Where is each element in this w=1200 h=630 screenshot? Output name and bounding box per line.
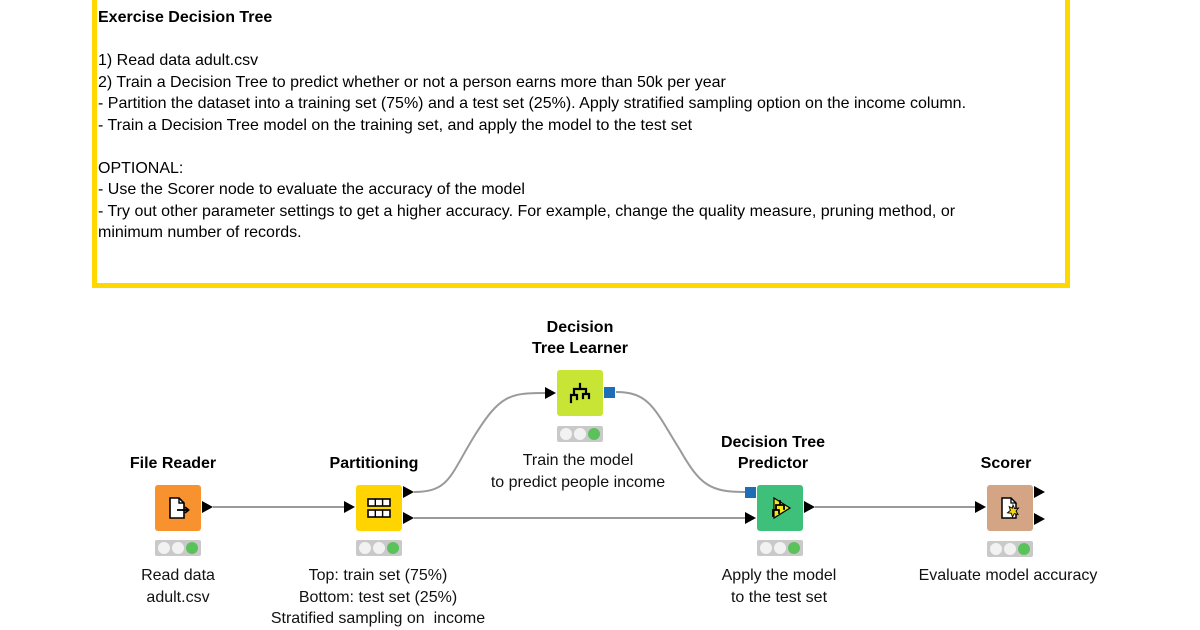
status-dot-red-off: [359, 542, 371, 554]
node-description-file-reader: Read data adult.csv: [38, 565, 318, 608]
status-indicator: [356, 540, 402, 556]
status-dot-yellow-off: [172, 542, 184, 554]
annotation-line: - Partition the dataset into a training …: [98, 95, 967, 112]
desc-line: Top: train set (75%): [308, 567, 448, 584]
output-port[interactable]: [202, 501, 213, 513]
status-dot-yellow-off: [774, 542, 786, 554]
annotation-line: - Try out other parameter settings to ge…: [98, 202, 956, 220]
status-dot-red-off: [158, 542, 170, 554]
input-port[interactable]: [975, 501, 986, 513]
node-title-decision-tree-learner: Decision Tree Learner: [480, 317, 680, 359]
status-indicator: [155, 540, 201, 556]
node-scorer[interactable]: [987, 485, 1033, 531]
predictor-icon: [772, 496, 792, 520]
annotation-line: - Train a Decision Tree model on the tra…: [98, 116, 693, 134]
data-input-port[interactable]: [745, 512, 756, 524]
desc-line: Train the model: [522, 452, 634, 469]
annotation-line: 1) Read data adult.csv: [98, 52, 259, 69]
status-dot-yellow-off: [373, 542, 385, 554]
status-dot-green-on: [186, 542, 198, 554]
status-dot-yellow-off: [574, 428, 586, 440]
connection-partitioning-learner[interactable]: [413, 392, 546, 493]
status-dot-green-on: [788, 542, 800, 554]
desc-line: to predict people income: [490, 473, 666, 491]
status-dot-green-on: [387, 542, 399, 554]
title-line: Decision: [546, 319, 614, 336]
annotation-line: minimum number of records.: [98, 224, 302, 241]
desc-line: Evaluate model accuracy: [918, 567, 1098, 584]
node-partitioning[interactable]: [356, 485, 402, 531]
node-decision-tree-learner[interactable]: [557, 370, 603, 416]
status-indicator: [987, 541, 1033, 557]
workflow-annotation[interactable]: Exercise Decision Tree 1) Read data adul…: [92, 0, 1070, 288]
title-line: Tree Learner: [531, 340, 629, 357]
tree-icon: [569, 382, 591, 404]
node-description-decision-tree-learner: Train the model to predict people income: [438, 450, 718, 493]
output-port-bottom[interactable]: [403, 512, 414, 524]
model-output-port[interactable]: [604, 387, 615, 398]
annotation-line: OPTIONAL:: [98, 159, 184, 177]
annotation-text: Exercise Decision Tree 1) Read data adul…: [98, 7, 1061, 244]
output-port-top[interactable]: [403, 486, 414, 498]
node-title-scorer: Scorer: [980, 455, 1032, 472]
output-port[interactable]: [804, 501, 815, 513]
desc-line: Stratified sampling on income: [270, 610, 486, 627]
annotation-title: Exercise Decision Tree: [98, 9, 273, 26]
status-indicator: [757, 540, 803, 556]
title-line: Predictor: [737, 455, 809, 472]
output-port-top[interactable]: [1034, 486, 1045, 498]
desc-line: Apply the model: [721, 567, 837, 584]
input-port[interactable]: [545, 387, 556, 399]
scorer-icon: [1001, 497, 1020, 519]
node-title-decision-tree-predictor: Decision Tree Predictor: [673, 432, 873, 474]
model-input-port[interactable]: [745, 487, 756, 498]
file-export-icon: [169, 497, 190, 519]
node-description-decision-tree-predictor: Apply the model to the test set: [639, 565, 919, 608]
status-dot-red-off: [560, 428, 572, 440]
status-dot-red-off: [760, 542, 772, 554]
node-title-partitioning: Partitioning: [329, 455, 419, 472]
input-port[interactable]: [344, 501, 355, 513]
connection-learner-predictor[interactable]: [615, 391, 746, 493]
node-description-scorer: Evaluate model accuracy: [868, 565, 1148, 587]
node-title-file-reader: File Reader: [129, 455, 217, 472]
output-port-bottom[interactable]: [1034, 513, 1045, 525]
desc-line: Read data: [141, 567, 215, 584]
status-indicator: [557, 426, 603, 442]
desc-line: to the test set: [730, 588, 828, 606]
node-description-partitioning: Top: train set (75%) Bottom: test set (2…: [238, 565, 518, 630]
desc-line: adult.csv: [146, 588, 210, 606]
node-decision-tree-predictor[interactable]: [757, 485, 803, 531]
desc-line: Bottom: test set (25%): [298, 588, 458, 606]
status-dot-green-on: [1018, 543, 1030, 555]
annotation-line: 2) Train a Decision Tree to predict whet…: [98, 73, 726, 91]
status-dot-green-on: [588, 428, 600, 440]
annotation-line: - Use the Scorer node to evaluate the ac…: [98, 181, 525, 198]
status-dot-red-off: [990, 543, 1002, 555]
node-file-reader[interactable]: [155, 485, 201, 531]
status-dot-yellow-off: [1004, 543, 1016, 555]
title-line: Decision Tree: [720, 434, 826, 451]
table-partition-icon: [367, 498, 391, 518]
